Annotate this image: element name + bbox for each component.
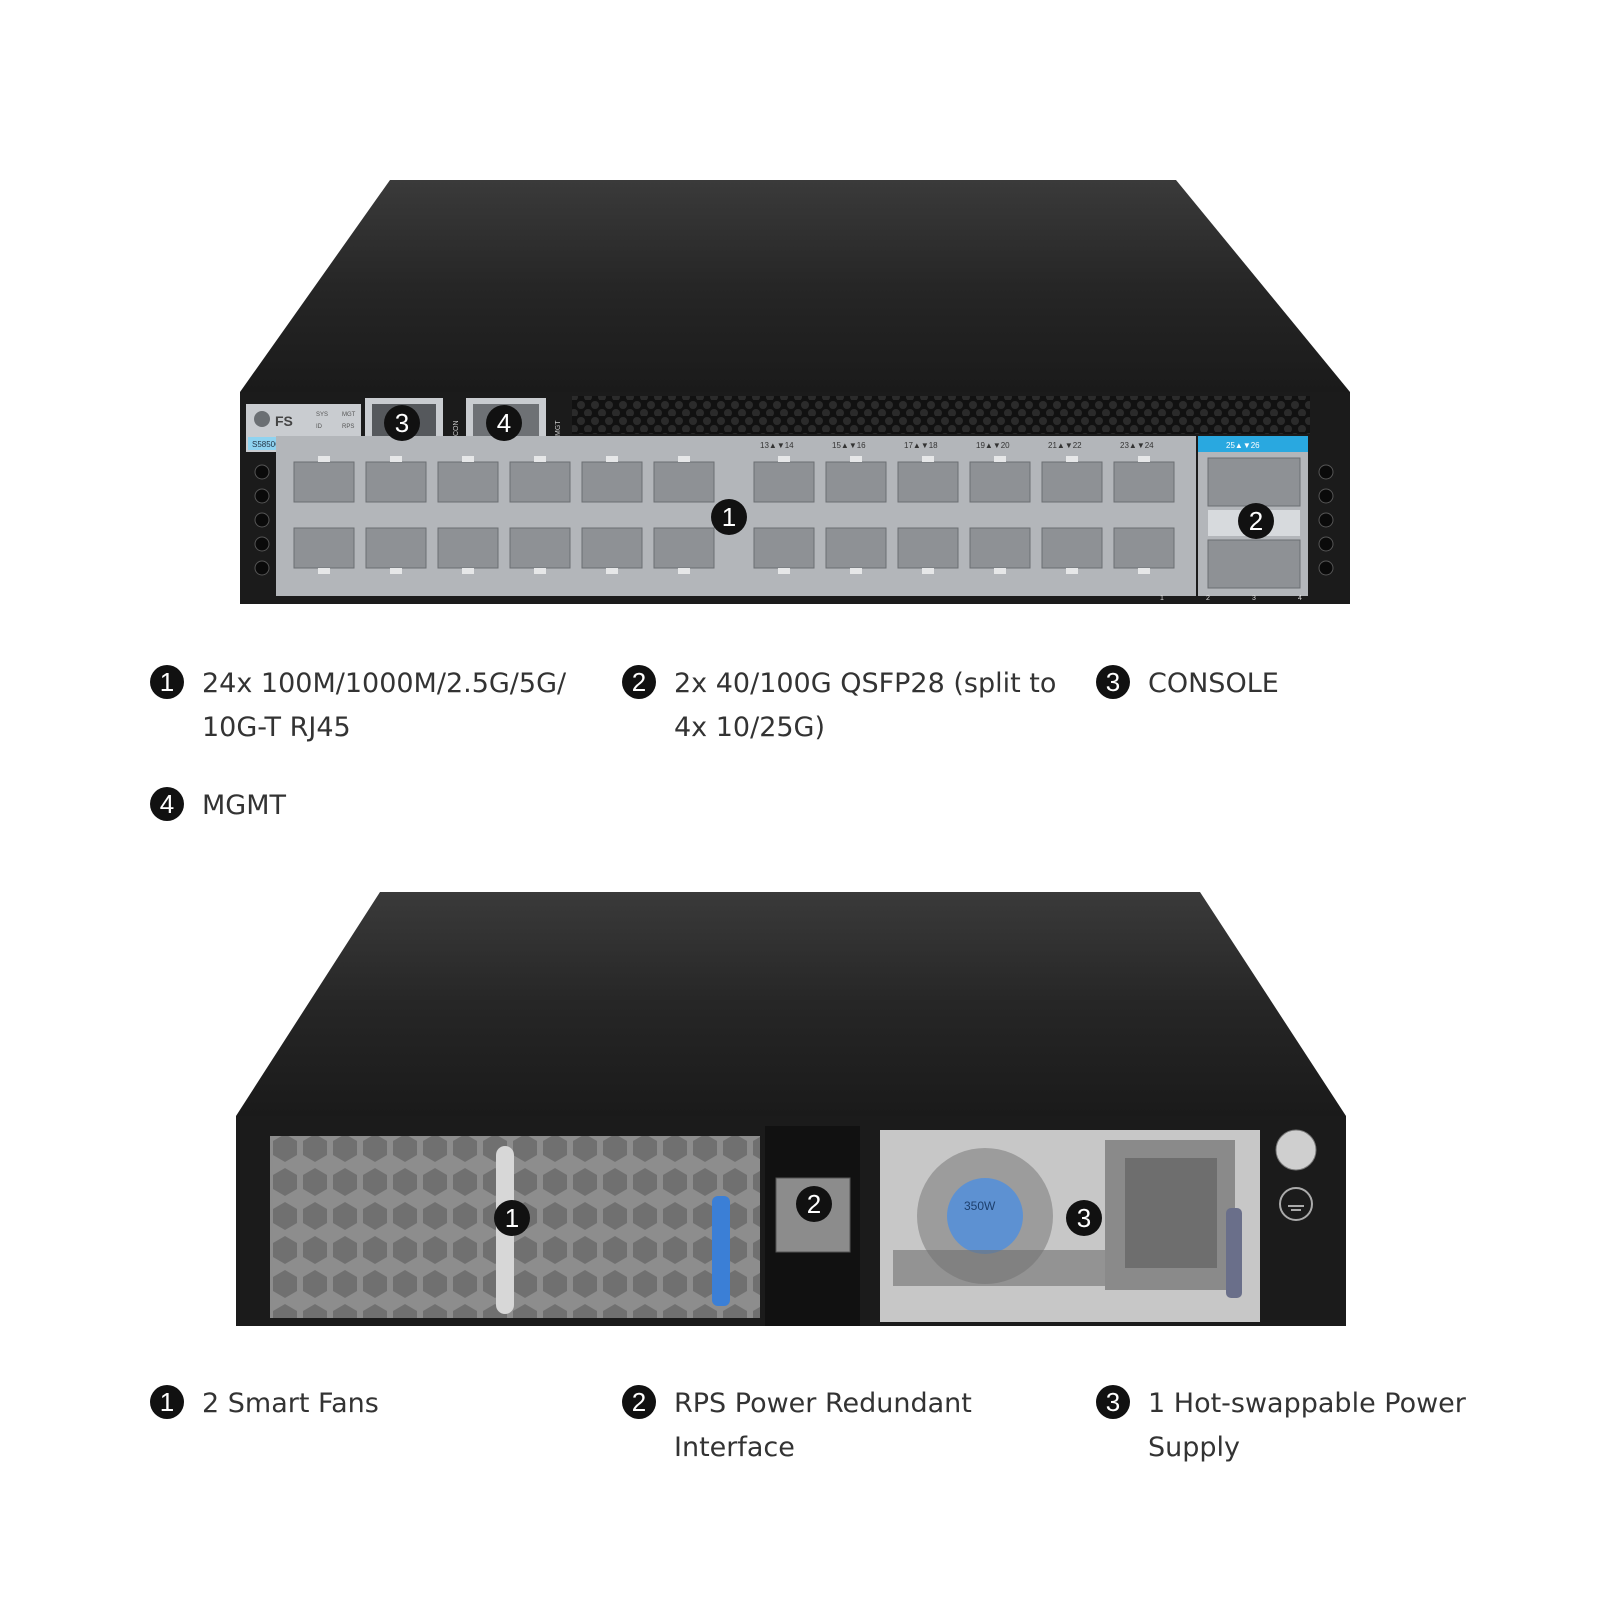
rj45-port bbox=[753, 461, 815, 503]
qsfp-port-top bbox=[1207, 457, 1301, 507]
ground-screw-icon bbox=[1275, 1129, 1317, 1171]
rj45-port bbox=[365, 461, 427, 503]
rear-legend-text: 1 Hot-swappable Power Supply bbox=[1148, 1388, 1466, 1463]
screw-hole bbox=[254, 488, 270, 504]
rj45-port bbox=[825, 461, 887, 503]
port-group-label: 23▲▼24 bbox=[1120, 441, 1154, 450]
rj45-port bbox=[897, 527, 959, 569]
port-group-label: 25▲▼26 bbox=[1226, 441, 1260, 450]
rj45-port bbox=[753, 527, 815, 569]
qsfp-lane-label: 1 bbox=[1160, 595, 1164, 602]
front-legend-text: 24x 100M/1000M/2.5G/5G/ 10G-T RJ45 bbox=[202, 668, 567, 743]
front-legend-item-4: 4 MGMT bbox=[150, 784, 580, 828]
qsfp-lane-label: 2 bbox=[1206, 595, 1210, 602]
rj45-port bbox=[509, 527, 571, 569]
qsfp-port-bottom bbox=[1207, 539, 1301, 589]
rear-legend-badge: 2 bbox=[622, 1385, 656, 1419]
mgt-port-label: MGT bbox=[555, 420, 562, 436]
front-callout-2: 2 bbox=[1238, 503, 1274, 539]
port-group-label: 17▲▼18 bbox=[904, 441, 938, 450]
rear-legend-badge: 1 bbox=[150, 1385, 184, 1419]
rj45-port bbox=[437, 461, 499, 503]
front-legend-badge: 2 bbox=[622, 665, 656, 699]
rj45-port bbox=[825, 527, 887, 569]
screw-hole bbox=[1318, 536, 1334, 552]
rear-legend-badge: 3 bbox=[1096, 1385, 1130, 1419]
fs-logo-icon bbox=[254, 411, 270, 427]
rear-legend-item-1: 1 2 Smart Fans bbox=[150, 1382, 580, 1426]
screw-hole bbox=[254, 560, 270, 576]
led-label-rps: RPS bbox=[342, 424, 354, 430]
front-legend-badge: 1 bbox=[150, 665, 184, 699]
rj45-port bbox=[1113, 461, 1175, 503]
con-port-label: CON bbox=[453, 420, 460, 436]
rj45-port bbox=[509, 461, 571, 503]
qsfp-lane-label: 3 bbox=[1252, 595, 1256, 602]
rear-legend-item-3: 3 1 Hot-swappable Power Supply bbox=[1096, 1382, 1516, 1470]
rear-legend-text: 2 Smart Fans bbox=[202, 1388, 379, 1419]
front-switch-illustration: FS SYS MGT ID RPS S5850C-24XMG2C CON MGT… bbox=[240, 180, 1350, 604]
front-view: FS SYS MGT ID RPS S5850C-24XMG2C CON MGT… bbox=[0, 0, 1600, 640]
rj45-port bbox=[897, 461, 959, 503]
rj45-port-grid bbox=[293, 456, 1175, 574]
rear-callout-1: 1 bbox=[494, 1200, 530, 1236]
led-label-sys: SYS bbox=[316, 412, 328, 418]
screw-hole bbox=[1318, 560, 1334, 576]
led-label-id: ID bbox=[316, 424, 323, 430]
rj45-port bbox=[1041, 461, 1103, 503]
rear-switch-illustration: 350W bbox=[236, 892, 1346, 1326]
front-callout-1: 1 bbox=[711, 499, 747, 535]
front-legend-text: CONSOLE bbox=[1148, 668, 1279, 699]
screw-hole bbox=[254, 536, 270, 552]
rj45-port bbox=[653, 461, 715, 503]
rear-callout-3: 3 bbox=[1066, 1200, 1102, 1236]
front-legend-item-2: 2 2x 40/100G QSFP28 (split to 4x 10/25G) bbox=[622, 662, 1062, 750]
ground-symbol-icon bbox=[1279, 1187, 1313, 1221]
rj45-port bbox=[969, 527, 1031, 569]
rj45-port bbox=[1113, 527, 1175, 569]
rj45-port bbox=[1041, 527, 1103, 569]
front-legend-badge: 4 bbox=[150, 787, 184, 821]
rj45-port bbox=[293, 527, 355, 569]
front-legend-text: 2x 40/100G QSFP28 (split to 4x 10/25G) bbox=[674, 668, 1057, 743]
screw-hole bbox=[1318, 512, 1334, 528]
front-legend-badge: 3 bbox=[1096, 665, 1130, 699]
port-group-label: 13▲▼14 bbox=[760, 441, 794, 450]
screw-hole bbox=[1318, 488, 1334, 504]
rear-view: 350W 1 2 3 bbox=[0, 860, 1600, 1340]
port-group-label: 19▲▼20 bbox=[976, 441, 1010, 450]
rj45-port bbox=[365, 527, 427, 569]
rj45-port bbox=[653, 527, 715, 569]
rj45-port bbox=[293, 461, 355, 503]
rear-legend-text: RPS Power Redundant Interface bbox=[674, 1388, 972, 1463]
front-legend-item-1: 1 24x 100M/1000M/2.5G/5G/ 10G-T RJ45 bbox=[150, 662, 580, 750]
rear-legend-item-2: 2 RPS Power Redundant Interface bbox=[622, 1382, 1062, 1470]
port-group-label: 15▲▼16 bbox=[832, 441, 866, 450]
front-callout-4: 4 bbox=[486, 405, 522, 441]
rear-callout-2: 2 bbox=[796, 1186, 832, 1222]
rj45-port bbox=[437, 527, 499, 569]
front-legend-item-3: 3 CONSOLE bbox=[1096, 662, 1496, 706]
screw-hole bbox=[254, 512, 270, 528]
led-label-mgt: MGT bbox=[342, 412, 356, 418]
port-group-label: 21▲▼22 bbox=[1048, 441, 1082, 450]
screw-hole bbox=[1318, 464, 1334, 480]
rj45-port bbox=[581, 461, 643, 503]
front-legend-text: MGMT bbox=[202, 790, 287, 821]
rj45-port bbox=[581, 527, 643, 569]
screw-hole bbox=[254, 464, 270, 480]
psu-label: 350W bbox=[964, 1199, 996, 1213]
qsfp-lane-label: 4 bbox=[1298, 595, 1302, 602]
front-brand: FS bbox=[275, 413, 293, 429]
rj45-port bbox=[969, 461, 1031, 503]
front-callout-3: 3 bbox=[384, 405, 420, 441]
